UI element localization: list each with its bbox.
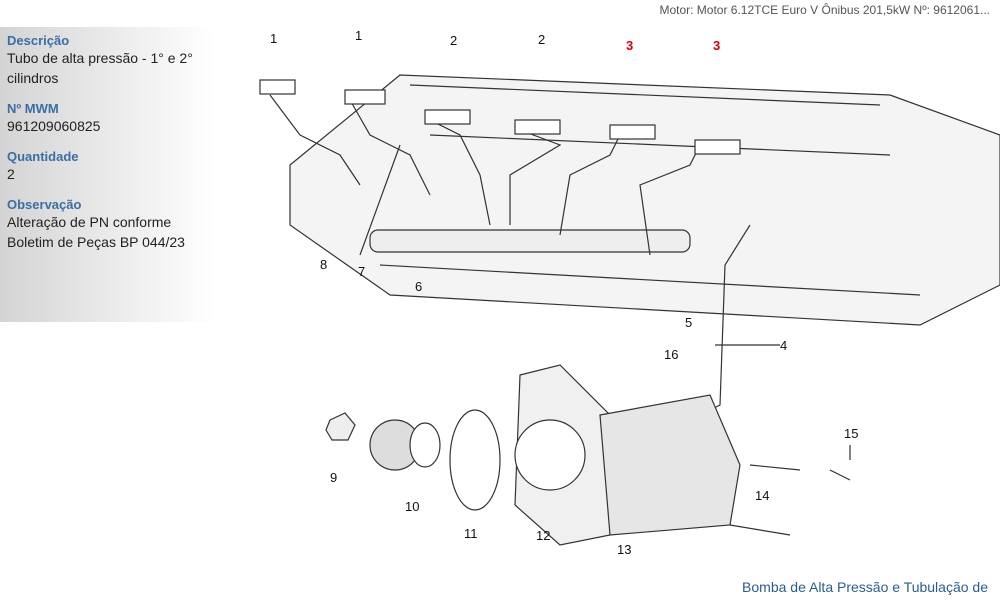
callout-1[interactable]: 1 — [270, 31, 278, 46]
engine-drawing — [259, 74, 1000, 546]
callout-14[interactable]: 14 — [755, 488, 770, 503]
engine-header: Motor: Motor 6.12TCE Euro V Ônibus 201,5… — [659, 3, 990, 17]
part-details-panel: Descrição Tubo de alta pressão - 1° e 2°… — [0, 27, 215, 322]
callout-13[interactable]: 13 — [617, 542, 632, 557]
callout-16[interactable]: 16 — [664, 347, 679, 362]
mwm-number-value: 961209060825 — [7, 118, 101, 134]
callout-15[interactable]: 15 — [844, 426, 859, 441]
callout-2[interactable]: 2 — [450, 33, 458, 48]
callout-7[interactable]: 7 — [358, 264, 366, 279]
mwm-number-label: Nº MWM — [7, 101, 59, 116]
callout-2[interactable]: 2 — [538, 32, 546, 47]
callout-9[interactable]: 9 — [330, 470, 338, 485]
callout-3-highlighted[interactable]: 3 — [713, 38, 721, 53]
callout-3-highlighted[interactable]: 3 — [626, 38, 634, 53]
callout-6[interactable]: 6 — [415, 279, 423, 294]
callout-1[interactable]: 1 — [355, 28, 363, 43]
callout-12[interactable]: 12 — [536, 528, 551, 543]
quantity-value: 2 — [7, 166, 15, 182]
description-label: Descrição — [7, 33, 70, 48]
description-value: Tubo de alta pressão - 1° e 2° cilindros — [7, 50, 193, 86]
observation-value: Alteração de PN conforme Boletim de Peça… — [7, 214, 185, 250]
callout-4[interactable]: 4 — [780, 338, 788, 353]
observation-label: Observação — [7, 197, 82, 212]
callout-11[interactable]: 11 — [464, 526, 478, 541]
callout-10[interactable]: 10 — [405, 499, 420, 514]
callout-5[interactable]: 5 — [685, 315, 693, 330]
quantity-label: Quantidade — [7, 149, 79, 164]
callout-8[interactable]: 8 — [320, 257, 328, 272]
section-link[interactable]: Bomba de Alta Pressão e Tubulação de — [742, 579, 988, 595]
exploded-parts-diagram[interactable]: 1 1 2 2 3 3 4 5 6 7 8 9 10 11 12 13 14 1… — [230, 25, 1000, 575]
